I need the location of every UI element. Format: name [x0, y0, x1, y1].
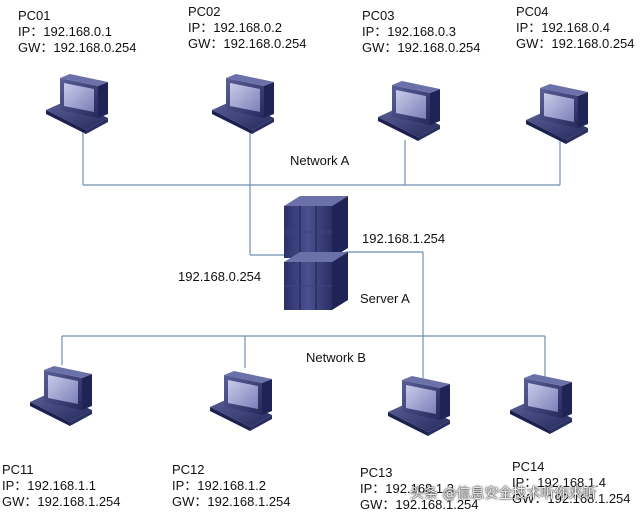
pc12-icon	[210, 371, 272, 431]
server-label: Server A	[360, 291, 410, 306]
pc-name: PC02	[188, 4, 221, 19]
pc-ip: IP：192.168.0.2	[188, 20, 282, 35]
pc-gw: GW：192.168.1.254	[360, 497, 479, 512]
pc-gw: GW：192.168.1.254	[172, 494, 291, 509]
pc12-label: PC12 IP：192.168.1.2 GW：192.168.1.254	[172, 462, 291, 510]
pc-ip: IP：192.168.1.4	[512, 475, 606, 490]
server-ip-network-a: 192.168.0.254	[178, 269, 262, 284]
pc-ip: IP：192.168.0.1	[18, 24, 112, 39]
pc03-icon	[378, 81, 440, 141]
pc11-label: PC11 IP：192.168.1.1 GW：192.168.1.254	[2, 462, 121, 510]
pc-gw: GW：192.168.0.254	[18, 40, 137, 55]
server-icon	[284, 196, 348, 310]
pc11-icon	[30, 366, 92, 426]
pc14-label: PC14 IP：192.168.1.4 GW：192.168.1.254	[512, 459, 631, 507]
pc-name: PC14	[512, 459, 545, 474]
pc-name: PC04	[516, 4, 549, 19]
watermark-text: 头条 @信息安全技术听你来听	[410, 486, 597, 502]
pc13-icon	[388, 376, 450, 436]
network-a-links	[82, 130, 561, 256]
pc-ip: IP：192.168.1.1	[2, 478, 96, 493]
pc03-label: PC03 IP：192.168.0.3 GW：192.168.0.254	[362, 8, 481, 56]
pc-gw: GW：192.168.1.254	[2, 494, 121, 509]
pc-name: PC12	[172, 462, 205, 477]
pc-ip: IP：192.168.0.3	[362, 24, 456, 39]
pc-ip: IP：192.168.1.3	[360, 481, 454, 496]
pc14-icon	[510, 374, 572, 434]
pc-name: PC11	[2, 462, 34, 477]
pc04-icon	[526, 84, 588, 144]
pc02-label: PC02 IP：192.168.0.2 GW：192.168.0.254	[188, 4, 307, 52]
network-b-label: Network B	[306, 350, 366, 365]
pc01-label: PC01 IP：192.168.0.1 GW：192.168.0.254	[18, 8, 137, 56]
pc13-label: PC13 IP：192.168.1.3 GW：192.168.1.254	[360, 465, 479, 513]
pc-gw: GW：192.168.0.254	[188, 36, 307, 51]
pc04-label: PC04 IP：192.168.0.4 GW：192.168.0.254	[516, 4, 635, 52]
network-b-links	[61, 251, 546, 378]
pc02-icon	[212, 74, 274, 134]
pc-name: PC01	[18, 8, 51, 23]
pc-gw: GW：192.168.1.254	[512, 491, 631, 506]
pc-ip: IP：192.168.1.2	[172, 478, 266, 493]
server-ip-network-b: 192.168.1.254	[362, 231, 446, 246]
pc-name: PC13	[360, 465, 393, 480]
pc-gw: GW：192.168.0.254	[362, 40, 481, 55]
network-a-label: Network A	[290, 153, 350, 168]
pc-gw: GW：192.168.0.254	[516, 36, 635, 51]
pc01-icon	[46, 74, 108, 134]
pc-ip: IP：192.168.0.4	[516, 20, 610, 35]
pc-name: PC03	[362, 8, 395, 23]
